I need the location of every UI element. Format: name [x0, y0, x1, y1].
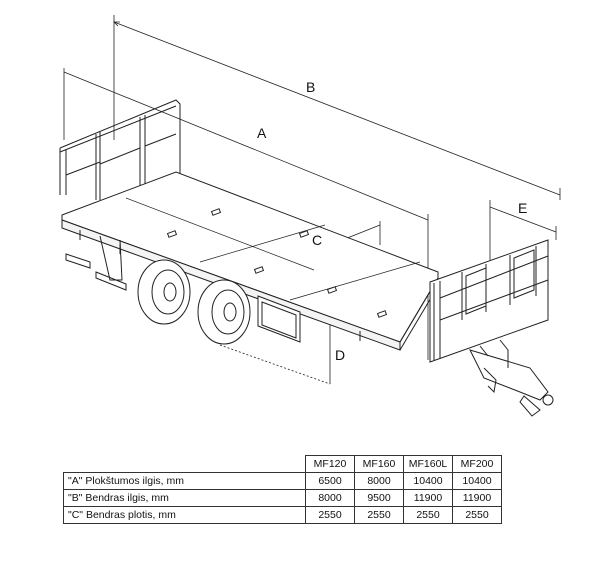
- trailer-deck: [61, 171, 439, 351]
- dimension-e-line: [489, 200, 557, 260]
- wheel-rear: [137, 259, 191, 325]
- row-label: "C" Bendras plotis, mm: [63, 506, 306, 524]
- table-cell: 2550: [305, 506, 355, 524]
- drawbar: [469, 339, 554, 417]
- trailer-drawing: B A E C D: [59, 15, 561, 417]
- table-cell: 2550: [403, 506, 453, 524]
- dimension-d-label: D: [335, 347, 345, 363]
- table-header-row: MF120 MF160 MF160L MF200: [63, 455, 502, 473]
- table-cell: 8000: [354, 472, 404, 490]
- table-cell: 2550: [354, 506, 404, 524]
- table-cell: 10400: [403, 472, 453, 490]
- dimension-d-line: [219, 320, 331, 385]
- wheel-front: [197, 279, 251, 345]
- dimension-e-label: E: [518, 200, 527, 216]
- dimension-a-label: A: [257, 125, 267, 141]
- table-cell: 11900: [403, 489, 453, 507]
- rear-support-leg: [65, 235, 127, 291]
- table-cell: 10400: [452, 472, 502, 490]
- table-cell: 11900: [452, 489, 502, 507]
- dimension-b-label: B: [306, 79, 315, 95]
- dimension-b-line: [113, 15, 561, 200]
- table-cell: 6500: [305, 472, 355, 490]
- column-header: MF120: [305, 455, 355, 473]
- table-cell: 2550: [452, 506, 502, 524]
- spec-table: MF120 MF160 MF160L MF200 "A" Plokštumos …: [63, 455, 502, 524]
- table-cell: 9500: [354, 489, 404, 507]
- column-header: MF160L: [403, 455, 453, 473]
- table-row: "A" Plokštumos ilgis, mm 6500 8000 10400…: [63, 472, 502, 490]
- row-label: "A" Plokštumos ilgis, mm: [63, 472, 306, 490]
- rear-rack: [429, 239, 549, 363]
- table-row: "C" Bendras plotis, mm 2550 2550 2550 25…: [63, 506, 502, 524]
- tool-box: [257, 295, 301, 343]
- row-label: "B" Bendras ilgis, mm: [63, 489, 306, 507]
- table-corner: [63, 455, 306, 473]
- column-header: MF200: [452, 455, 502, 473]
- dimension-c-label: C: [312, 232, 322, 248]
- table-row: "B" Bendras ilgis, mm 8000 9500 11900 11…: [63, 489, 502, 507]
- table-cell: 8000: [305, 489, 355, 507]
- column-header: MF160: [354, 455, 404, 473]
